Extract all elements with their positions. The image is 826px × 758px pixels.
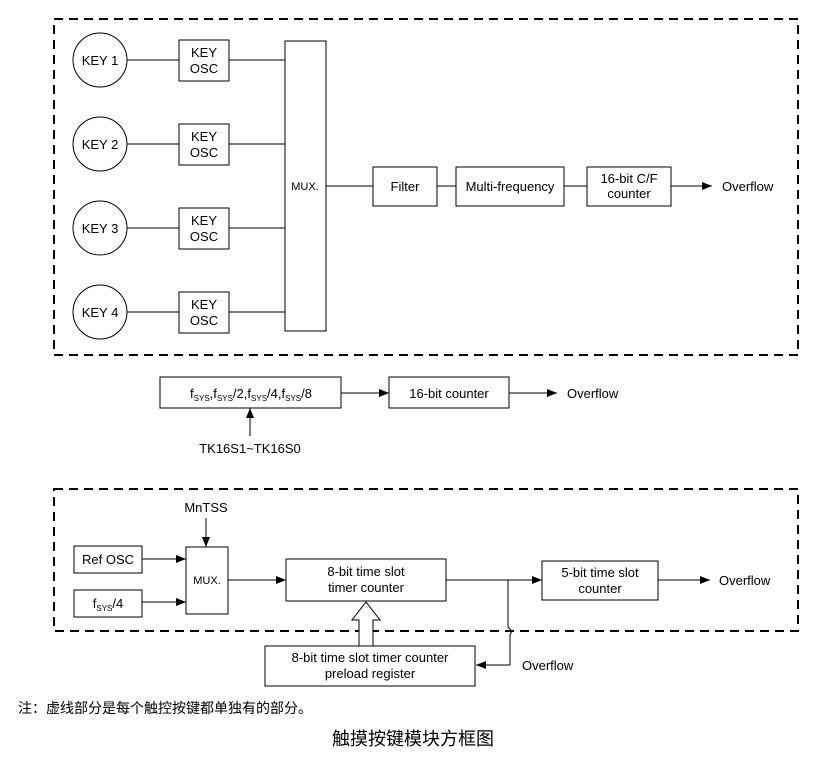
multi-frequency-box [455, 166, 565, 207]
key-label: KEY 3 [82, 221, 119, 236]
diagram-note: 注：虚线部分是每个触控按键都单独有的部分。 [18, 701, 312, 717]
osc-label-line1: KEY [191, 129, 217, 144]
timer-counter-box [285, 558, 447, 602]
per-key-region-bottom [53, 488, 799, 632]
key-label: KEY 2 [82, 137, 119, 152]
sixteen-bit-counter-label: 16-bit counter [409, 386, 489, 401]
cf-counter-label-line1: 16-bit C/F [600, 171, 657, 186]
timer-counter-label-line1: 8-bit time slot [327, 564, 405, 579]
key-label: KEY 4 [82, 305, 119, 320]
bottom-overflow-label: Overflow [719, 573, 771, 588]
clock-select-box [159, 376, 342, 409]
bottom-mux-label: MUX. [193, 575, 221, 587]
osc-label-line1: KEY [191, 213, 217, 228]
key-osc-box [178, 39, 230, 82]
key-osc-box [178, 207, 230, 250]
osc-label-line2: OSC [190, 145, 218, 160]
five-bit-counter-label-line1: 5-bit time slot [561, 565, 639, 580]
bottom-mux-box [185, 546, 229, 615]
osc-label-line2: OSC [190, 229, 218, 244]
preload-register-label-line1: 8-bit time slot timer counter [292, 650, 449, 665]
top-mux-label: MUX. [291, 181, 319, 193]
timer-overflow-path [446, 579, 513, 665]
sixteen-bit-counter-box [388, 376, 510, 409]
key-channel-1: KEY 1 KEY OSC [72, 32, 285, 88]
tk16s-select-label: TK16S1~TK16S0 [199, 441, 301, 456]
five-bit-counter-label-line2: counter [578, 581, 622, 596]
key-osc-box [178, 123, 230, 166]
osc-label-line1: KEY [191, 45, 217, 60]
diagram-caption: 触摸按键模块方框图 [332, 729, 494, 750]
cf-counter-box [586, 166, 672, 207]
key-channel-2: KEY 2 KEY OSC [72, 116, 285, 172]
filter-box [372, 166, 438, 207]
timer-counter-label-line2: timer counter [328, 580, 405, 595]
preload-load-arrow [350, 601, 382, 647]
top-overflow-label: Overflow [722, 179, 774, 194]
osc-label-line2: OSC [190, 61, 218, 76]
key-channel-3: KEY 3 KEY OSC [72, 200, 285, 256]
middle-overflow-label: Overflow [567, 386, 619, 401]
osc-label-line2: OSC [190, 313, 218, 328]
clock-select-label: fSYS,fSYS/2,fSYS/4,fSYS/8 [190, 386, 312, 403]
mntss-label: MnTSS [184, 500, 228, 515]
key-label: KEY 1 [82, 53, 119, 68]
key-osc-box [178, 291, 230, 334]
key-channel-4: KEY 4 KEY OSC [72, 284, 285, 340]
preload-overflow-label: Overflow [522, 658, 574, 673]
ref-osc-label: Ref OSC [82, 552, 134, 567]
fsys-div4-box [73, 589, 143, 618]
preload-register-label-line2: preload register [325, 666, 416, 681]
multi-frequency-label: Multi-frequency [466, 179, 555, 194]
osc-label-line1: KEY [191, 297, 217, 312]
ref-osc-box [73, 545, 143, 574]
cf-counter-label-line2: counter [607, 186, 651, 201]
preload-register-box [264, 645, 476, 687]
filter-label: Filter [391, 179, 421, 194]
fsys-div4-label: fSYS/4 [93, 596, 123, 613]
